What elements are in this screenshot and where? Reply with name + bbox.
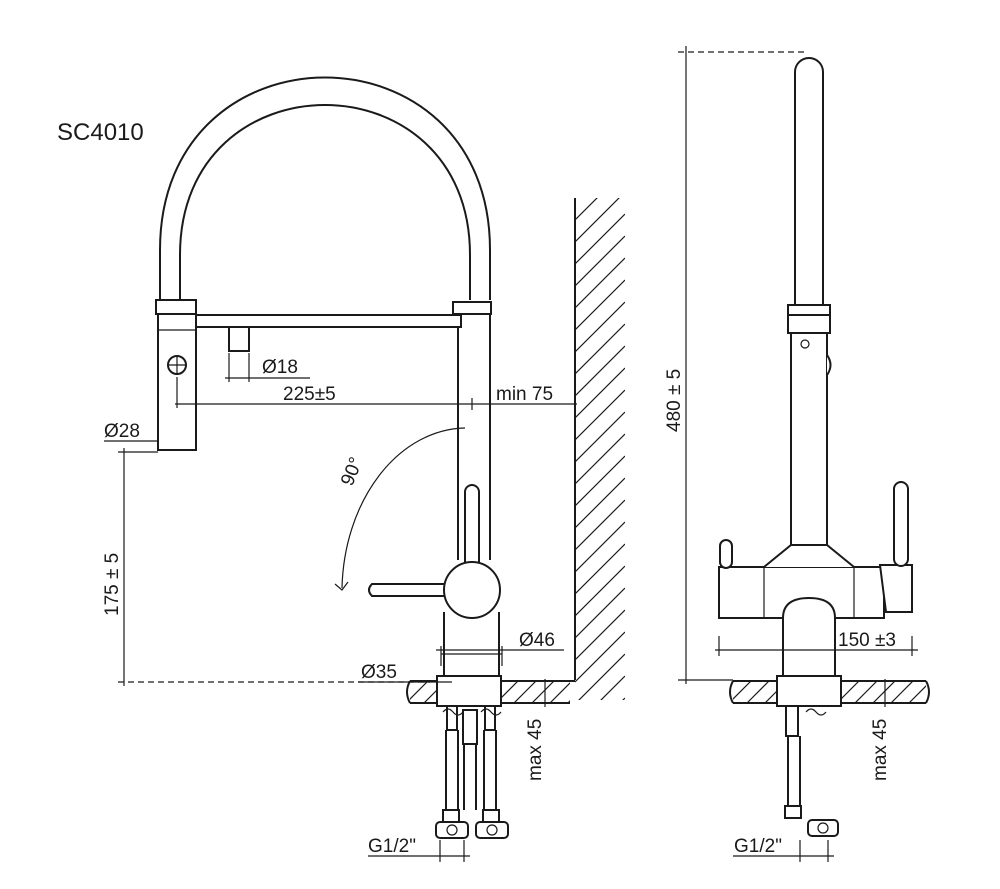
front-spout — [787, 57, 832, 545]
head-diameter-label: Ø28 — [104, 421, 140, 442]
dimension-lines-left — [104, 353, 577, 862]
swivel-arc — [341, 427, 466, 589]
wall-hatch-line — [622, 697, 625, 700]
front-hoses — [784, 705, 839, 837]
wall-hatch-line — [575, 198, 620, 243]
deck-thickness-right-label: max 45 — [870, 719, 891, 781]
deck-left — [406, 675, 575, 707]
wall-hatch-line — [575, 389, 625, 441]
deck-hatch-line — [513, 681, 537, 703]
wall-hatch-line — [575, 345, 625, 397]
wall-clearance-label: min 75 — [496, 384, 553, 405]
deck-hatch-line — [872, 681, 896, 703]
wall-hatch-line — [575, 521, 625, 573]
supply-hoses — [435, 705, 509, 839]
thread-left-label: G1/2" — [368, 836, 416, 857]
deck-right — [729, 675, 949, 707]
wall-hatch-line — [575, 433, 625, 485]
swivel-angle-label: 90° — [337, 454, 367, 489]
holder-arm — [195, 314, 462, 328]
wall-hatch-line — [575, 411, 625, 463]
body-diameter-label: Ø46 — [519, 630, 555, 651]
wall-hatch-line — [600, 675, 625, 700]
dimension-lines-right — [678, 46, 918, 862]
wall-hatch-line — [575, 455, 625, 507]
deck-hatch-line — [890, 681, 914, 703]
handle-spread-label: 150 ±3 — [838, 630, 896, 651]
wall-hatch-line — [575, 543, 625, 595]
wall-hatch-line — [575, 367, 625, 419]
spout-height-label: 175 ± 5 — [102, 553, 123, 616]
deck-thickness-left-label: max 45 — [525, 719, 546, 781]
wall — [574, 198, 625, 770]
deck-hatch-line — [927, 681, 949, 703]
total-height-label: 480 ± 5 — [664, 369, 685, 432]
arched-spout — [155, 76, 492, 315]
deck-hatch-line — [908, 685, 926, 703]
wall-hatch-line — [578, 653, 625, 700]
thread-right-label: G1/2" — [734, 836, 782, 857]
reach-label: 225±5 — [283, 384, 336, 405]
wall-hatch-line — [575, 323, 625, 375]
spray-nozzle — [228, 326, 250, 352]
wall-hatch-line — [575, 631, 625, 683]
wall-hatch-line — [575, 198, 598, 221]
deck-hatch-line — [746, 681, 770, 703]
spray-diameter-label: Ø18 — [262, 357, 298, 378]
deck-hatch-line — [531, 681, 555, 703]
wall-hatch-line — [575, 257, 625, 309]
deck-hatch-line — [733, 681, 752, 700]
side-view: SC4010 Ø18 225±5 min 75 Ø28 90° 175 ± 5 … — [57, 76, 625, 862]
wall-hatch-line — [575, 720, 625, 770]
wall-hatch-line — [575, 279, 625, 331]
deck-hatch-line — [549, 682, 570, 703]
front-view: 480 ± 5 150 ±3 max 45 G1/2" — [664, 46, 949, 862]
wall-hatch-line — [575, 301, 625, 353]
front-body — [718, 481, 913, 677]
wall-hatch-line — [575, 235, 625, 287]
wall-hatch-line — [575, 499, 625, 551]
model-number: SC4010 — [57, 119, 144, 146]
lever-handle — [368, 484, 501, 619]
wall-hatch-line — [575, 213, 625, 265]
wall-hatch-line — [575, 587, 625, 639]
base-diameter-label: Ø35 — [361, 662, 397, 683]
wall-hatch-line — [575, 609, 625, 661]
deck-hatch-line — [410, 681, 429, 700]
body — [441, 314, 502, 676]
wall-hatch-line — [575, 477, 625, 529]
deck-hatch-line — [854, 681, 878, 703]
wall-hatch-line — [575, 565, 625, 617]
